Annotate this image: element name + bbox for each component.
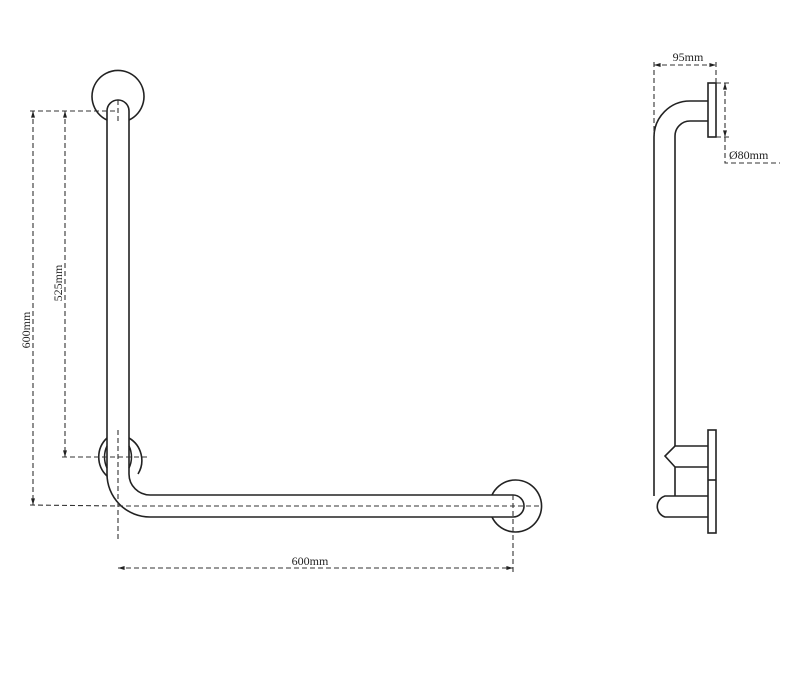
centerline [117, 100, 514, 572]
top-bend [653, 100, 708, 496]
label-600-vertical: 600mm [19, 311, 33, 348]
label-525-vertical: 525mm [51, 264, 65, 301]
label-80-diameter: Ø80mm [729, 148, 769, 162]
top-flange-side [707, 82, 717, 138]
label-95: 95mm [673, 50, 704, 64]
end-flange [491, 479, 543, 533]
extension-lines [29, 110, 540, 507]
label-600-horizontal: 600mm [292, 554, 329, 568]
top-flange [91, 69, 145, 121]
bottom-bracket [656, 445, 708, 518]
front-view: 600mm 525mm 600mm [19, 69, 543, 572]
side-view: 95mm Ø80mm [653, 50, 780, 534]
side-extension-lines [653, 62, 780, 164]
l-shaped-tube [106, 99, 525, 518]
bottom-flange-side [707, 429, 717, 534]
